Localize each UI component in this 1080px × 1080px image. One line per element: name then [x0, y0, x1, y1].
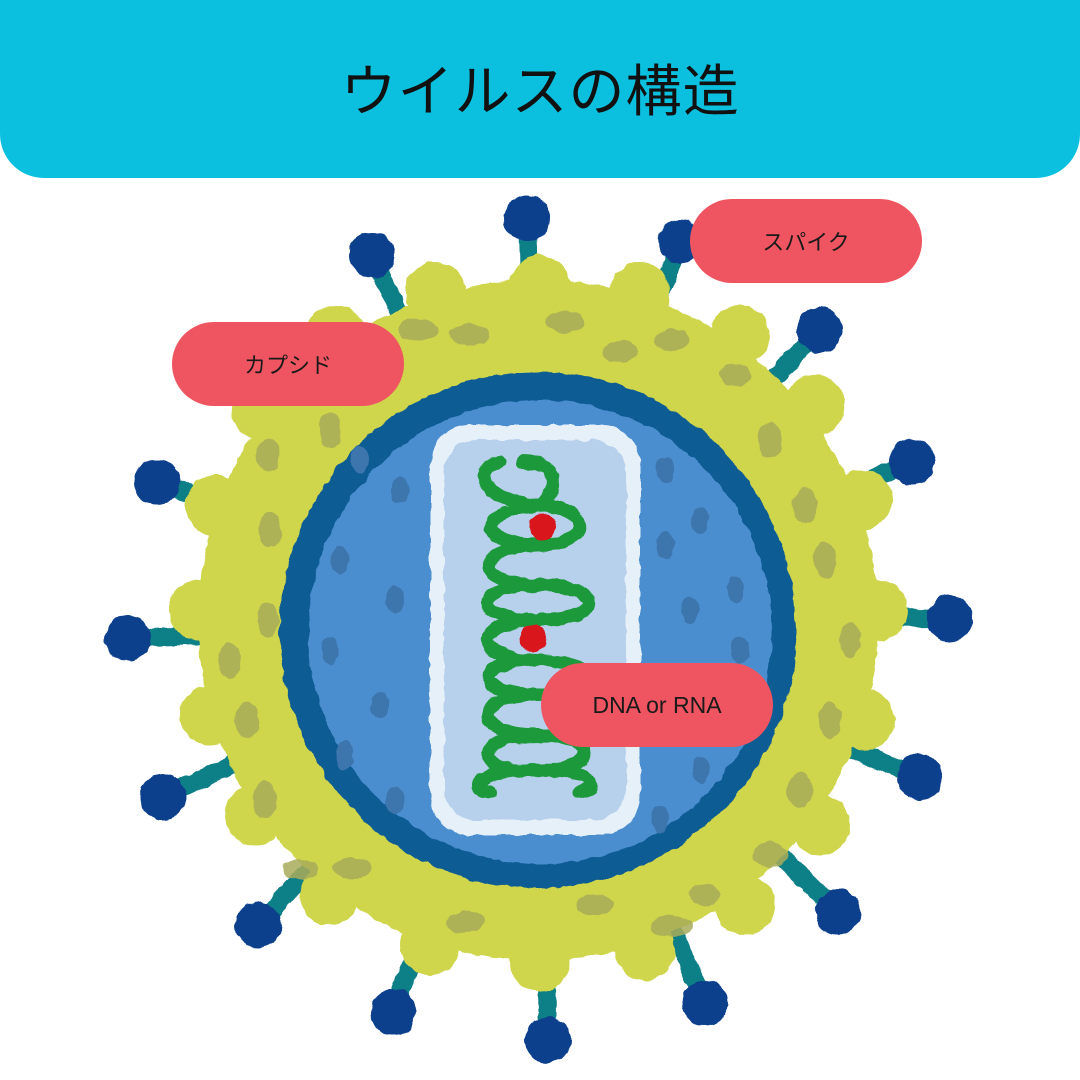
spike-label: スパイク [690, 199, 922, 283]
genome-core [430, 425, 640, 835]
genome-label-text: DNA or RNA [592, 691, 722, 718]
spike-label-text: スパイク [762, 231, 850, 256]
capsid-label: カプシド [172, 322, 404, 406]
capsid-label-text: カプシド [243, 354, 332, 379]
genome-label: DNA or RNA [541, 663, 773, 747]
page-title: ウイルスの構造 [340, 59, 740, 125]
helix-icon [472, 455, 598, 799]
title-banner: ウイルスの構造 [0, 0, 1080, 178]
